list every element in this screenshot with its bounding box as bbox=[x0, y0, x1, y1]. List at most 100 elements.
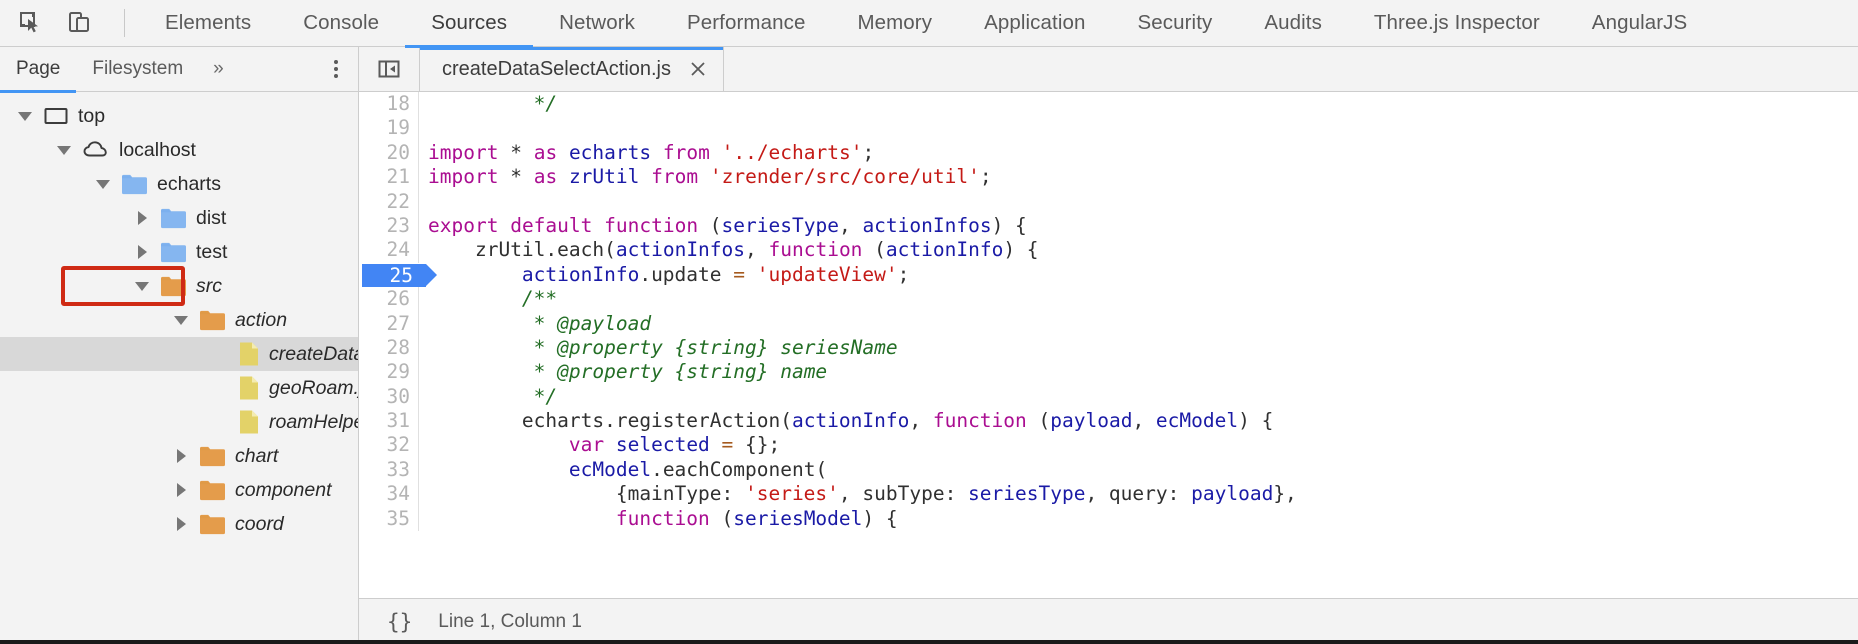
file-tree-file[interactable]: roamHelper.js bbox=[0, 405, 358, 439]
code-line: 22 bbox=[359, 189, 1858, 214]
code-token: ; bbox=[979, 165, 992, 189]
tab-angularjs[interactable]: AngularJS bbox=[1566, 0, 1713, 47]
code-line-text: */ bbox=[419, 385, 557, 409]
code-token: function bbox=[604, 213, 699, 237]
code-line: 26 /** bbox=[359, 287, 1858, 312]
breakpoint-marker[interactable]: 25 bbox=[362, 263, 437, 287]
line-number-gutter[interactable]: 33 bbox=[359, 457, 419, 483]
code-token: * @property {string} name bbox=[533, 360, 828, 384]
line-number-gutter[interactable]: 23 bbox=[359, 213, 419, 239]
line-number-gutter[interactable]: 34 bbox=[359, 482, 419, 507]
device-toolbar-icon[interactable] bbox=[62, 6, 96, 40]
chevron-right-icon[interactable] bbox=[170, 439, 192, 473]
line-number: 34 bbox=[386, 482, 410, 506]
file-tree-folder[interactable]: component bbox=[0, 473, 358, 507]
code-token: function bbox=[615, 506, 710, 530]
tab-performance[interactable]: Performance bbox=[661, 0, 831, 47]
code-token: function bbox=[932, 409, 1027, 433]
navigator-more-tabs-icon[interactable]: » bbox=[199, 58, 238, 80]
navigator-tab-filesystem-label: Filesystem bbox=[92, 58, 184, 79]
code-token bbox=[557, 165, 569, 188]
tab-sources-label: Sources bbox=[431, 11, 508, 34]
code-token: seriesType bbox=[968, 482, 1086, 506]
line-number-gutter[interactable]: 26 bbox=[359, 287, 419, 312]
line-number-gutter[interactable]: 29 bbox=[359, 360, 419, 385]
line-number: 22 bbox=[386, 189, 410, 213]
code-token: ( bbox=[1026, 409, 1051, 433]
kebab-menu-icon[interactable] bbox=[328, 54, 344, 84]
chevron-down-icon[interactable] bbox=[92, 167, 114, 201]
line-number-gutter[interactable]: 22 bbox=[359, 189, 419, 214]
line-number-gutter[interactable]: 30 bbox=[359, 384, 419, 410]
tab-threejs-inspector[interactable]: Three.js Inspector bbox=[1348, 0, 1566, 47]
line-number-gutter[interactable]: 27 bbox=[359, 311, 419, 336]
file-tree-folder[interactable]: echarts bbox=[0, 167, 358, 201]
code-token: = bbox=[721, 433, 734, 457]
editor-file-tab[interactable]: createDataSelectAction.js bbox=[420, 47, 725, 91]
line-number-gutter[interactable]: 21 bbox=[359, 165, 419, 190]
tab-network[interactable]: Network bbox=[533, 0, 661, 47]
file-tree-folder[interactable]: action bbox=[0, 303, 358, 337]
chevron-down-icon[interactable] bbox=[14, 99, 36, 133]
tab-performance-label: Performance bbox=[686, 11, 806, 34]
code-line-text: import * as zrUtil from 'zrender/src/cor… bbox=[419, 165, 992, 189]
file-tree-folder[interactable]: test bbox=[0, 235, 358, 269]
file-tree-folder[interactable]: coord bbox=[0, 507, 358, 541]
code-token: import bbox=[428, 165, 499, 189]
file-tree-label: localhost bbox=[119, 138, 196, 161]
line-number-gutter[interactable]: 28 bbox=[359, 335, 419, 361]
code-token: function bbox=[768, 238, 863, 262]
line-number: 30 bbox=[386, 384, 410, 408]
close-icon[interactable] bbox=[687, 58, 709, 80]
chevron-down-icon[interactable] bbox=[131, 269, 153, 303]
panel-collapse-icon[interactable] bbox=[359, 47, 420, 91]
kebab-dot-3 bbox=[334, 74, 338, 78]
chevron-right-icon[interactable] bbox=[170, 473, 192, 507]
code-token: * bbox=[510, 165, 522, 189]
file-tree-file[interactable]: geoRoam.js bbox=[0, 371, 358, 405]
tab-application[interactable]: Application bbox=[958, 0, 1111, 47]
navigator-tab-filesystem[interactable]: Filesystem bbox=[76, 47, 199, 92]
file-tree-file[interactable]: createDataSelectAction.js bbox=[0, 337, 358, 371]
file-tree-folder[interactable]: src bbox=[0, 269, 358, 303]
tab-sources[interactable]: Sources bbox=[405, 0, 533, 48]
chevron-right-icon[interactable] bbox=[170, 507, 192, 541]
code-token: actionInfo bbox=[791, 409, 910, 433]
tab-security[interactable]: Security bbox=[1111, 0, 1238, 47]
file-tree-folder[interactable]: top bbox=[0, 99, 358, 133]
line-number-gutter[interactable]: 31 bbox=[359, 409, 419, 434]
tab-memory[interactable]: Memory bbox=[831, 0, 958, 47]
code-token: ( bbox=[698, 213, 722, 237]
file-tree-folder[interactable]: chart bbox=[0, 439, 358, 473]
pretty-print-icon[interactable]: {} bbox=[387, 609, 413, 634]
code-token: ( bbox=[862, 238, 886, 262]
chevron-right-icon[interactable] bbox=[131, 235, 153, 269]
line-number-gutter[interactable]: 24 bbox=[359, 238, 419, 263]
line-number-gutter[interactable]: 32 bbox=[359, 433, 419, 458]
chevron-right-icon[interactable] bbox=[131, 201, 153, 235]
code-token bbox=[428, 360, 534, 383]
line-number: 20 bbox=[386, 140, 410, 164]
tab-audits[interactable]: Audits bbox=[1238, 0, 1348, 47]
chevron-down-icon[interactable] bbox=[170, 303, 192, 337]
code-token: zrUtil bbox=[568, 165, 640, 189]
code-token: 'zrender/src/core/util' bbox=[709, 165, 980, 189]
file-tree-folder[interactable]: dist bbox=[0, 201, 358, 235]
line-number-gutter[interactable]: 20 bbox=[359, 140, 419, 166]
tab-application-label: Application bbox=[984, 11, 1086, 34]
navigator-tab-page-label: Page bbox=[16, 58, 61, 79]
line-number-gutter[interactable]: 35 bbox=[359, 506, 419, 532]
inspect-cursor-icon[interactable] bbox=[14, 6, 48, 40]
chevron-down-icon[interactable] bbox=[53, 133, 75, 167]
tab-elements[interactable]: Elements bbox=[139, 0, 277, 47]
line-number-gutter[interactable]: 18 bbox=[359, 92, 419, 117]
tab-console[interactable]: Console bbox=[277, 0, 405, 47]
code-line: 18 */ bbox=[359, 92, 1858, 117]
tab-network-label: Network bbox=[559, 11, 635, 34]
line-number-gutter[interactable]: 19 bbox=[359, 116, 419, 141]
navigator-tab-page[interactable]: Page bbox=[0, 47, 77, 93]
file-tree-folder[interactable]: localhost bbox=[0, 133, 358, 167]
